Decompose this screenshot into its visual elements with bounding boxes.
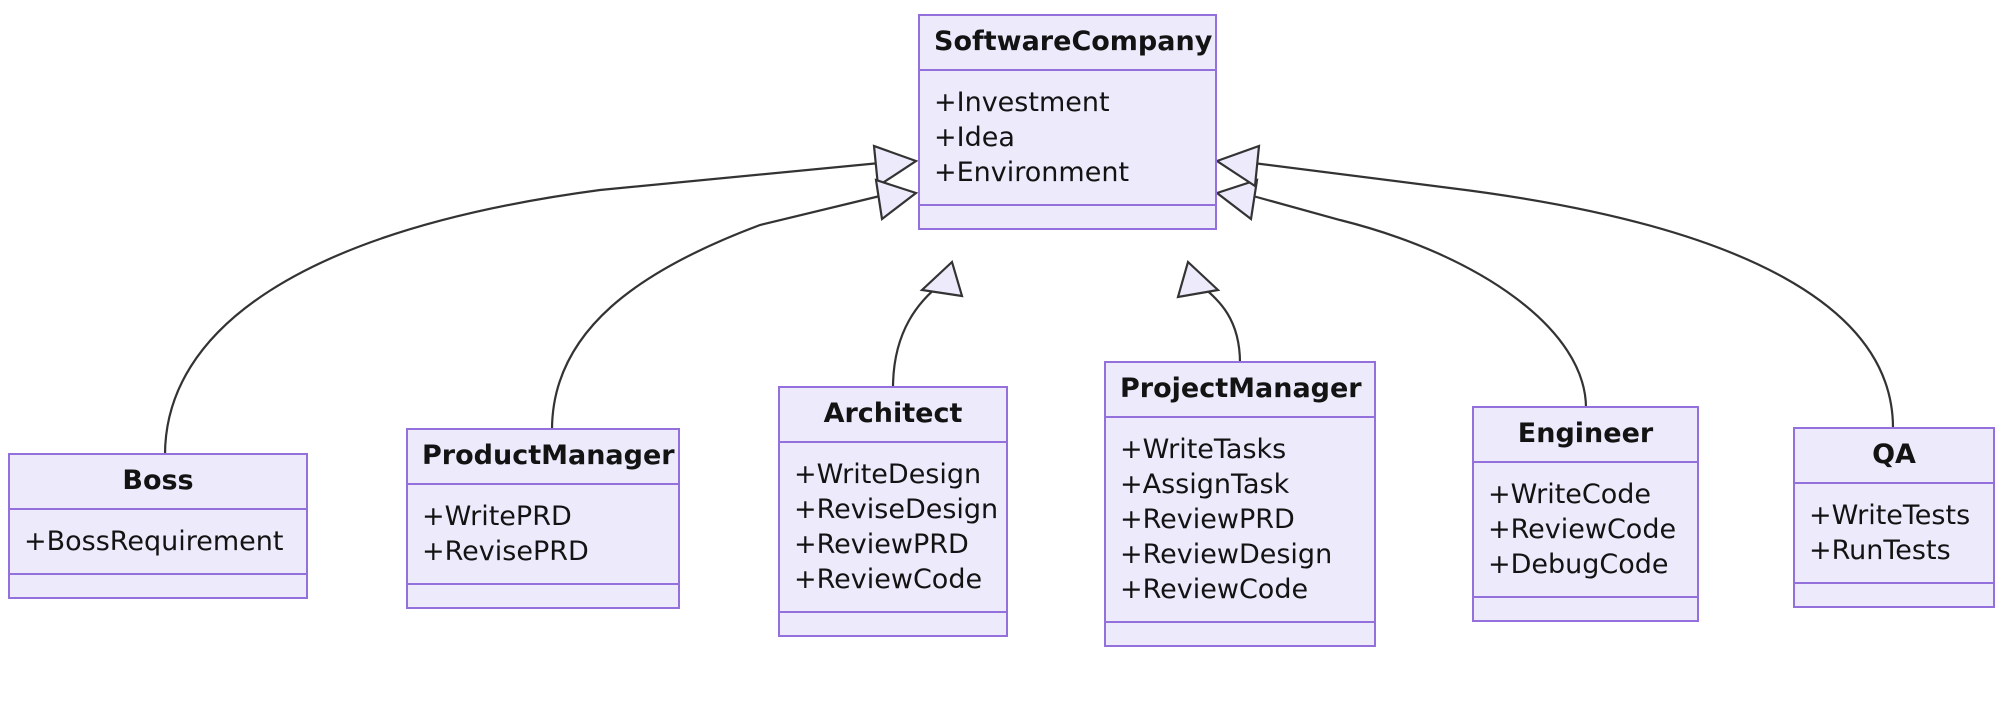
class-title-architect: Architect xyxy=(780,388,1006,443)
class-methods-softwarecompany xyxy=(920,206,1215,228)
class-attribute: +AssignTask xyxy=(1120,469,1290,501)
inheritance-arrow-engineer xyxy=(1214,178,1259,222)
class-title-engineer: Engineer xyxy=(1474,408,1697,463)
class-attribute: +WriteTests xyxy=(1809,500,1971,531)
class-attribute: +ReviewDesign xyxy=(1120,539,1333,571)
class-attribute: +WriteTasks xyxy=(1120,434,1287,465)
class-attribute: +WritePRD xyxy=(422,501,572,532)
class-attributes-architect: +WriteDesign +ReviseDesign +ReviewPRD +R… xyxy=(780,443,1006,614)
class-attributes-softwarecompany: +Investment +Idea +Environment xyxy=(920,71,1215,207)
inheritance-arrow-projectmanager xyxy=(1176,259,1221,299)
class-attribute: +BossRequirement xyxy=(24,526,284,557)
class-title-productmanager: ProductManager xyxy=(408,430,678,485)
class-methods-productmanager xyxy=(408,585,678,607)
class-methods-qa xyxy=(1795,584,1993,606)
edge-architect-to-softwarecompany xyxy=(891,282,943,389)
class-attribute: +ReviewPRD xyxy=(1120,504,1295,536)
inheritance-arrow-qa xyxy=(1214,144,1261,188)
class-box-qa[interactable]: QA +WriteTests +RunTests xyxy=(1793,427,1995,609)
class-title-softwarecompany: SoftwareCompany xyxy=(920,16,1215,71)
class-box-architect[interactable]: Architect +WriteDesign +ReviseDesign +Re… xyxy=(778,386,1008,638)
class-box-softwarecompany[interactable]: SoftwareCompany +Investment +Idea +Envir… xyxy=(918,14,1217,231)
class-attribute: +WriteCode xyxy=(1488,479,1652,510)
class-attribute: +Investment xyxy=(934,87,1110,118)
edge-projectmanager-to-softwarecompany xyxy=(1197,282,1242,364)
class-methods-engineer xyxy=(1474,598,1697,620)
class-box-boss[interactable]: Boss +BossRequirement xyxy=(8,453,308,600)
class-box-projectmanager[interactable]: ProjectManager +WriteTasks +AssignTask +… xyxy=(1104,361,1376,648)
class-attributes-projectmanager: +WriteTasks +AssignTask +ReviewPRD +Revi… xyxy=(1106,418,1374,624)
class-attribute: +ReviseDesign xyxy=(794,494,999,526)
inheritance-arrow-architect xyxy=(919,259,964,298)
class-attributes-boss: +BossRequirement xyxy=(10,510,306,576)
class-attribute: +Environment xyxy=(934,157,1130,189)
class-attribute: +ReviewPRD xyxy=(794,529,969,561)
class-title-boss: Boss xyxy=(10,455,306,510)
class-title-qa: QA xyxy=(1795,429,1993,484)
class-attribute: +ReviewCode xyxy=(794,564,983,596)
class-attributes-productmanager: +WritePRD +RevisePRD xyxy=(408,485,678,586)
class-title-projectmanager: ProjectManager xyxy=(1106,363,1374,418)
inheritance-arrow-productmanager xyxy=(874,178,919,222)
class-attribute: +ReviewCode xyxy=(1488,514,1677,546)
class-attribute: +RevisePRD xyxy=(422,536,589,568)
class-attributes-qa: +WriteTests +RunTests xyxy=(1795,484,1993,585)
class-attribute: +DebugCode xyxy=(1488,549,1669,581)
inheritance-arrow-boss xyxy=(872,144,919,188)
class-attribute: +WriteDesign xyxy=(794,459,982,490)
edge-boss-to-softwarecompany xyxy=(163,161,881,456)
class-methods-boss xyxy=(10,575,306,597)
class-attribute: +ReviewCode xyxy=(1120,574,1309,606)
class-attribute: +Idea xyxy=(934,122,1015,154)
class-attribute: +RunTests xyxy=(1809,535,1951,567)
class-box-productmanager[interactable]: ProductManager +WritePRD +RevisePRD xyxy=(406,428,680,610)
class-methods-architect xyxy=(780,613,1006,635)
class-attributes-engineer: +WriteCode +ReviewCode +DebugCode xyxy=(1474,463,1697,599)
class-methods-projectmanager xyxy=(1106,623,1374,645)
class-box-engineer[interactable]: Engineer +WriteCode +ReviewCode +DebugCo… xyxy=(1472,406,1699,623)
